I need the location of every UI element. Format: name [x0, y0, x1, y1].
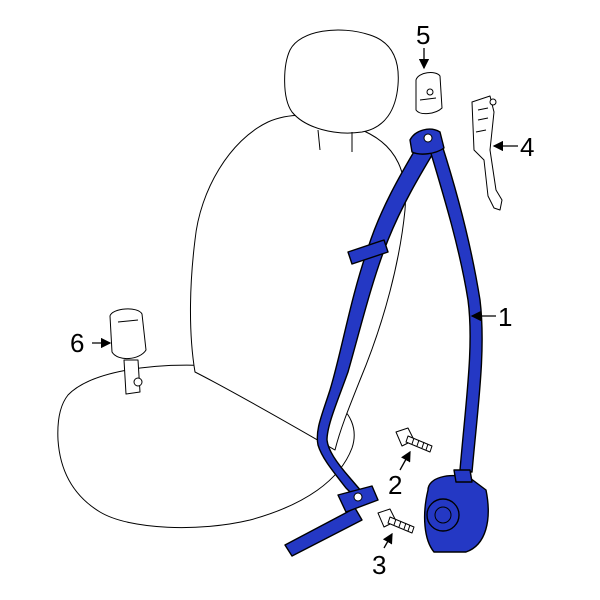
callout-3-label: 3 [372, 550, 386, 580]
seat-belt-shoulder-strap [429, 144, 483, 473]
callout-6-label: 6 [70, 328, 84, 358]
shoulder-anchor-bracket [415, 72, 443, 115]
callout-2-label: 2 [388, 470, 402, 500]
webbing-guide-clip [347, 239, 389, 265]
seat-belt-buckle [109, 308, 147, 395]
callout-4-label: 4 [520, 132, 534, 162]
callout-2-leader [399, 450, 411, 471]
callout-1-label: 1 [498, 302, 512, 332]
callout-5-label: 5 [416, 20, 430, 50]
seat-back [190, 114, 406, 451]
anchor-bolt-3 [377, 508, 415, 534]
height-adjuster [471, 95, 503, 211]
headrest [284, 29, 399, 134]
lower-anchor-rod [284, 507, 363, 557]
callout-3-leader [382, 532, 393, 549]
anchor-bolt-2 [395, 427, 433, 453]
